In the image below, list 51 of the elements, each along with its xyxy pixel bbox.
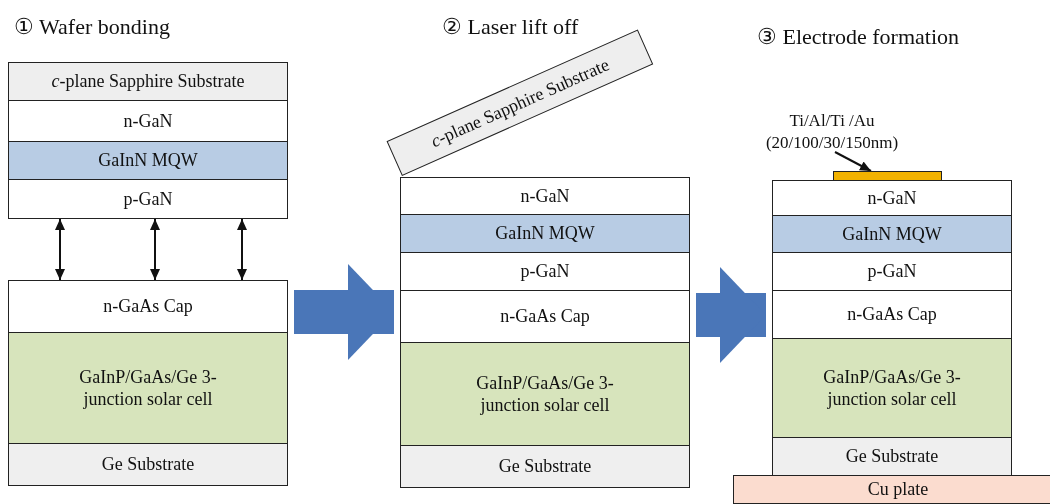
double-arrow: [55, 218, 65, 281]
step-title: ① Wafer bonding: [14, 14, 170, 40]
layer-block: [8, 62, 288, 101]
process-arrow: [294, 264, 394, 360]
layer-block: [400, 177, 690, 215]
double-arrow: [237, 218, 247, 281]
layer-block: [772, 252, 1012, 291]
layer-label: n-GaAs Cap: [500, 305, 590, 328]
layer-block: [733, 475, 1050, 504]
layer-block: [400, 342, 690, 446]
layer-label: Cu plate: [867, 478, 929, 501]
double-arrow: [150, 218, 160, 281]
layer-label: p-GaN: [123, 187, 173, 211]
layer-label: p-GaN: [520, 260, 570, 283]
layer-label: GaInP/GaAs/Ge 3-junction solar cell: [475, 371, 615, 417]
layer-block: [8, 100, 288, 142]
layer-label: Ge Substrate: [101, 453, 195, 476]
layer-block: [8, 179, 288, 219]
layer-block: [400, 214, 690, 253]
layer-block: [772, 338, 1012, 438]
layer-label: p-GaN: [867, 260, 917, 283]
process-arrow: [696, 267, 766, 363]
layer-block: [8, 280, 288, 333]
layer-block: [772, 437, 1012, 476]
layer-label: Ge Substrate: [498, 455, 592, 478]
step-title: ③ Electrode formation: [757, 24, 960, 50]
layer-label: GaInP/GaAs/Ge 3-junction solar cell: [822, 365, 962, 411]
layer-block: [8, 443, 288, 486]
layer-label: n-GaAs Cap: [103, 295, 193, 318]
layer-block: [772, 180, 1012, 216]
layer-label: GaInN MQW: [495, 222, 595, 245]
leader-arrow: [834, 151, 872, 172]
step-title: ② Laser lift off: [442, 14, 579, 40]
layer-block: [772, 215, 1012, 253]
layer-label: c-plane Sapphire Substrate: [51, 70, 245, 93]
layer-block: [400, 290, 690, 343]
layer-label: n-GaAs Cap: [847, 303, 937, 326]
layer-block: [8, 141, 288, 180]
electrode-bar: [833, 171, 942, 181]
layer-label: n-GaN: [123, 109, 173, 133]
callout-label: Ti/Al/Ti /Au (20/100/30/150nm): [762, 110, 902, 152]
layer-label: GaInN MQW: [842, 222, 942, 246]
layer-block: [8, 332, 288, 444]
layer-block: [400, 445, 690, 488]
layer-label: GaInP/GaAs/Ge 3-junction solar cell: [78, 365, 218, 411]
layer-label: n-GaN: [520, 184, 570, 208]
layer-label: GaInN MQW: [98, 149, 198, 172]
layer-label: Ge Substrate: [845, 445, 939, 468]
layer-block: [772, 290, 1012, 339]
layer-label: n-GaN: [867, 186, 917, 210]
layer-block: [400, 252, 690, 291]
